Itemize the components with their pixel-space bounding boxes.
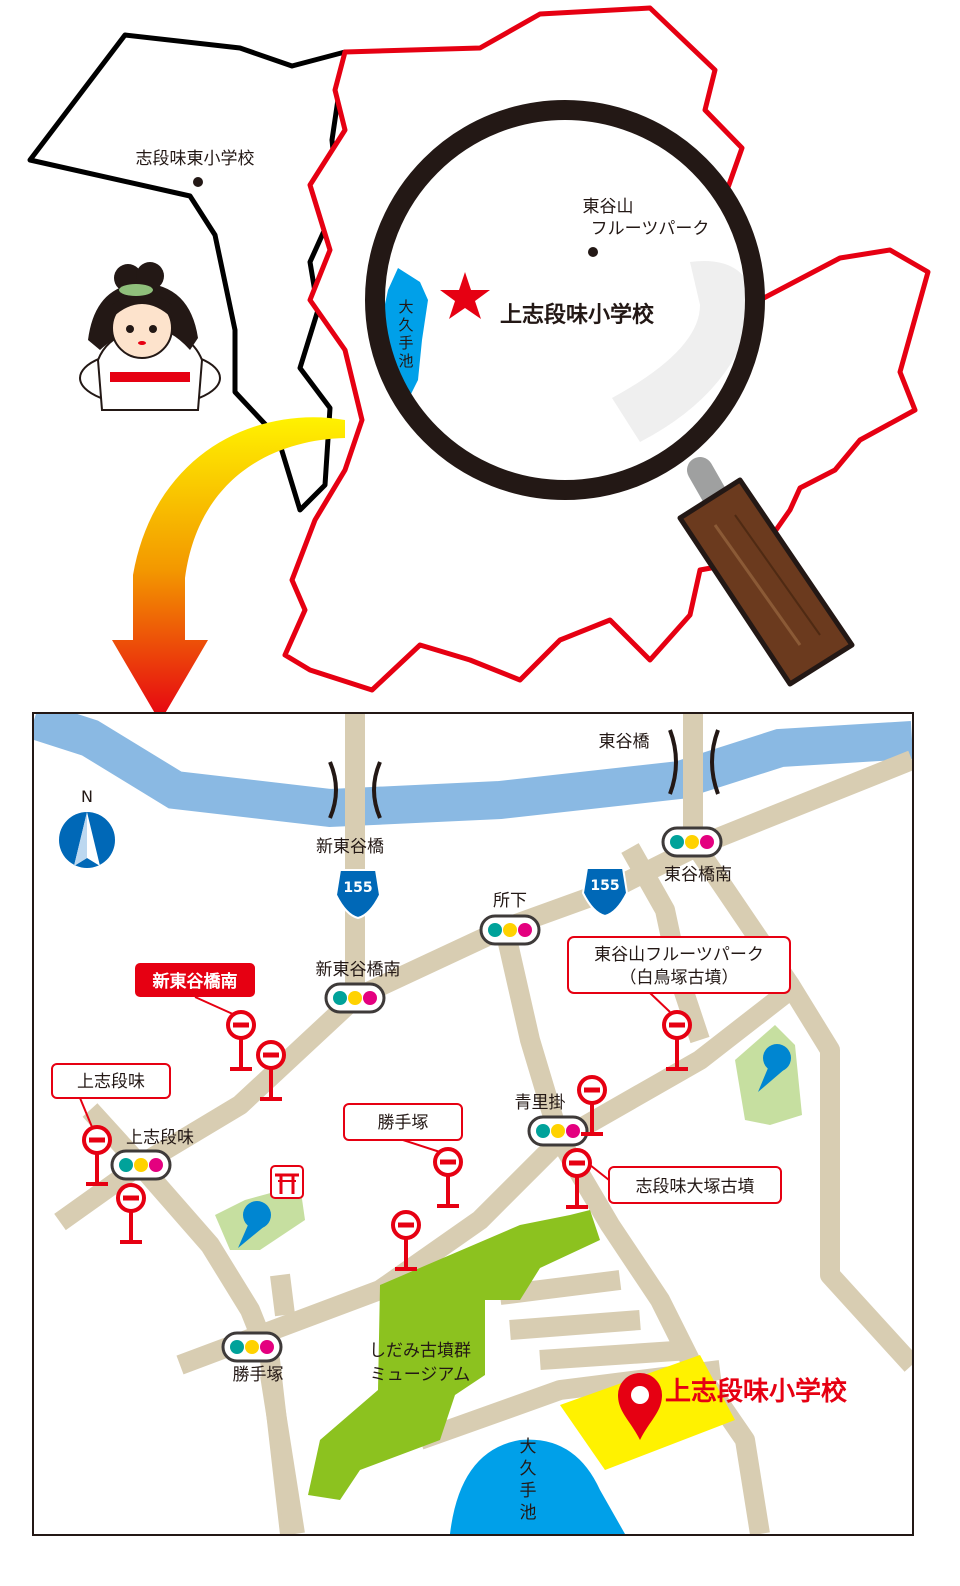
signal-aorigake — [527, 1115, 589, 1147]
detail-map: 東谷橋 新東谷橋 N 155 155 東谷橋南 所下 新東谷橋南 青里掛 上志段… — [32, 712, 914, 1536]
callout-kamishidami — [51, 1063, 171, 1128]
lens-pond-label-1: 大 — [398, 298, 413, 316]
callout-fruit-park — [567, 936, 791, 1013]
callout-fruit-park-label-2: （白鳥塚古墳） — [620, 968, 739, 988]
intersection-katteduka: 勝手塚 — [233, 1365, 284, 1385]
shrine-pin-icon — [238, 1201, 271, 1248]
callout-shin-higashitani-minami — [135, 963, 255, 1016]
museum-park — [308, 1210, 600, 1500]
intersection-aorigake: 青里掛 — [515, 1093, 566, 1113]
park-pin-icon — [758, 1044, 791, 1092]
route-155-label-1: 155 — [343, 880, 372, 896]
callout-katteduka — [343, 1103, 463, 1153]
intersection-higashitani-minami: 東谷橋南 — [664, 865, 732, 885]
bridge-higashitani — [668, 729, 720, 795]
callout-shidami-otsuka-label: 志段味大塚古墳 — [636, 1177, 755, 1197]
callout-fruit-park-label-1: 東谷山フルーツパーク — [594, 945, 764, 965]
intersection-tokoroshita: 所下 — [493, 891, 527, 911]
park-marker — [588, 247, 598, 257]
school-star-icon — [440, 272, 490, 319]
mascot-character — [79, 262, 221, 411]
lens-pond-label-4: 池 — [398, 352, 413, 370]
museum-label-2: ミュージアム — [370, 1365, 470, 1385]
neighbor-school-marker — [193, 177, 203, 187]
overview-map: 志段味東小学校 大 久 — [27, 5, 931, 722]
school-location-pin-icon — [618, 1373, 662, 1440]
bridge-shin-higashitani — [328, 761, 382, 819]
overview-school-label: 上志段味小学校 — [500, 302, 655, 328]
detail-pond-label-3: 手 — [520, 1481, 537, 1501]
callout-kamishidami-label: 上志段味 — [77, 1072, 145, 1092]
signal-shin-higashitani-minami — [324, 982, 386, 1014]
lens-pond-label-2: 久 — [398, 316, 413, 334]
river — [34, 714, 912, 828]
detail-school-label: 上志段味小学校 — [665, 1376, 848, 1407]
park-label-2: フルーツパーク — [591, 219, 710, 239]
route-155-shield-1 — [334, 869, 382, 920]
signal-katteduka — [221, 1331, 283, 1363]
signal-tokoroshita — [479, 914, 541, 946]
museum-label-1: しだみ古墳群 — [369, 1341, 471, 1361]
north-compass-icon — [59, 812, 115, 868]
pond — [450, 1439, 625, 1534]
callout-katteduka-label: 勝手塚 — [378, 1113, 429, 1133]
neighbor-school-label: 志段味東小学校 — [136, 149, 255, 169]
north-label: N — [81, 787, 93, 806]
magnifier-rim — [365, 100, 765, 500]
callout-shidami-otsuka — [589, 1164, 782, 1204]
bridge-shin-higashitani-label: 新東谷橋 — [316, 837, 384, 857]
detail-pond-label-4: 池 — [520, 1503, 537, 1523]
park-label-1: 東谷山 — [583, 197, 634, 217]
zoom-arrow — [112, 417, 345, 722]
signal-higashitani-minami — [661, 826, 723, 858]
magnifier-handle — [677, 457, 855, 687]
lens-pond-label-3: 手 — [398, 334, 413, 352]
callout-shin-higashitani-minami-label: 新東谷橋南 — [153, 971, 238, 992]
route-155-label-2: 155 — [590, 878, 619, 894]
intersection-kamishidami: 上志段味 — [126, 1128, 194, 1148]
detail-pond-label-1: 大 — [520, 1437, 537, 1457]
signal-kamishidami — [110, 1149, 172, 1181]
intersection-shin-higashitani-minami: 新東谷橋南 — [316, 960, 401, 980]
bridge-higashitani-label: 東谷橋 — [599, 732, 650, 752]
torii-icon — [270, 1165, 304, 1199]
detail-pond-label-2: 久 — [520, 1459, 537, 1479]
route-155-shield-2 — [581, 867, 629, 918]
